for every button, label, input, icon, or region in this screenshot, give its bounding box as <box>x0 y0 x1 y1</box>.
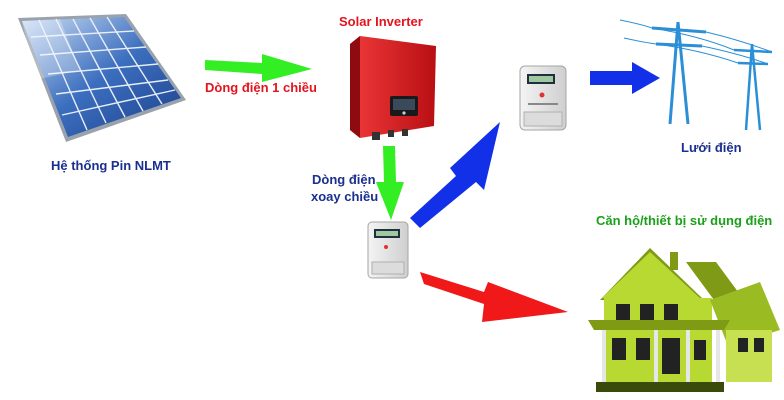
utility-pole-icon <box>619 19 773 131</box>
bidirectional-meter-icon <box>519 65 567 131</box>
grid-export-arrow <box>410 122 500 228</box>
energy-meter-icon <box>367 221 409 279</box>
solar-system-label: Hệ thống Pin NLMT <box>51 158 171 173</box>
solar-panel-icon <box>18 14 186 142</box>
dc-current-label: Dòng điện 1 chiều <box>205 80 317 95</box>
ac-current-label-line2: xoay chiều <box>311 189 379 204</box>
house-label: Căn hộ/thiết bị sử dụng điện <box>596 213 773 228</box>
ac-current-label-line1: Dòng điện <box>312 172 376 187</box>
house-icon <box>588 248 780 392</box>
solar-inverter-icon <box>350 36 436 140</box>
house-supply-arrow <box>420 272 568 322</box>
dc-current-arrow <box>205 54 312 82</box>
grid-label: Lưới điện <box>681 140 742 155</box>
inverter-label: Solar Inverter <box>339 14 423 29</box>
ac-current-arrow <box>376 146 404 220</box>
grid-feed-arrow <box>590 62 660 94</box>
